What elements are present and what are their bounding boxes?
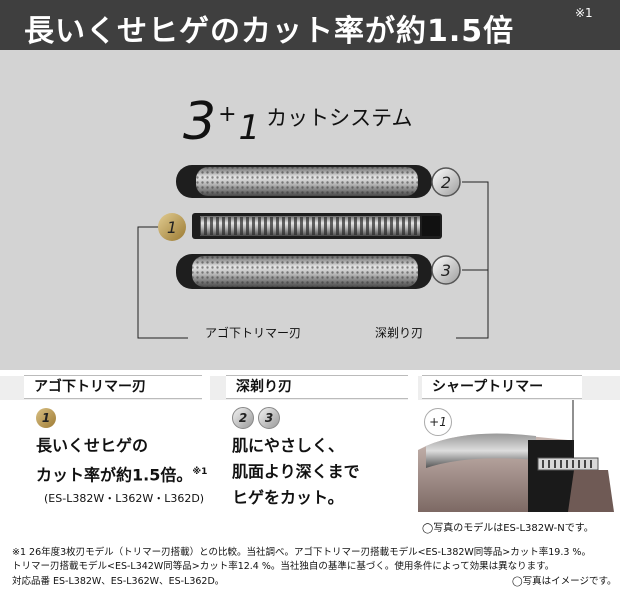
system-number-3: 3 xyxy=(183,92,217,152)
deep-shave-blade-3 xyxy=(176,254,432,289)
right-caption: 深剃り刃 xyxy=(375,326,424,340)
right-connector-line xyxy=(456,181,489,339)
blade-badge-3: 3 xyxy=(431,255,461,285)
card1-line2: カット率が約1.5倍。 xyxy=(36,465,193,485)
card1-line1: 長いくせヒゲの xyxy=(36,436,149,455)
footnote-3: 対応品番 ES-L382W、ES-L362W、ES-L362D。 xyxy=(12,576,225,587)
left-caption: アゴ下トリマー刃 xyxy=(205,326,302,340)
card2-line2: 肌面より深くまで xyxy=(232,462,360,481)
blade-illustration: 1 2 3 xyxy=(137,165,489,339)
card2-badge-2: 2 xyxy=(232,407,254,429)
photo-model-note: ◯写真のモデルはES-L382W-Nです。 xyxy=(422,523,594,534)
blade-badge-1-text: 1 xyxy=(167,218,177,237)
footnote-1: ※1 26年度3枚刃モデル（トリマー刃搭載）との比較。当社調べ。アゴ下トリマー刃… xyxy=(12,547,591,558)
card2-line3: ヒゲをカット。 xyxy=(232,488,344,507)
blade-badge-2-text: 2 xyxy=(441,173,451,192)
header-banner: 長いくせヒゲのカット率が約1.5倍 ※1 xyxy=(0,0,620,50)
card1-badge-1: 1 xyxy=(36,408,56,428)
card2-badge-3: 3 xyxy=(258,407,280,429)
card2-text: 肌にやさしく、 肌面より深くまで ヒゲをカット。 xyxy=(232,433,360,511)
header-footnote-mark: ※1 xyxy=(575,6,593,20)
card1-text: 長いくせヒゲの カット率が約1.5倍。※1 xyxy=(36,433,207,488)
card-title-sharp-trimmer: シャープトリマー xyxy=(422,375,582,399)
cut-system-panel xyxy=(0,50,620,370)
card1-line2-wrap: カット率が約1.5倍。※1 xyxy=(36,459,207,488)
blade-badge-1: 1 xyxy=(158,213,186,241)
header-title: 長いくせヒゲのカット率が約1.5倍 xyxy=(24,14,515,49)
card1-models: (ES-L382W・L362W・L362D) xyxy=(44,492,205,505)
image-note: ◯写真はイメージです。 xyxy=(512,576,617,587)
card-title-deep-shave: 深剃り刃 xyxy=(226,375,408,399)
footnote-2: トリマー刃搭載モデル<ES-L342W同等品>カット率12.4 %。当社独自の基… xyxy=(12,561,555,572)
trimmer-blade-1 xyxy=(192,213,442,239)
sharp-trimmer-badge: +1 xyxy=(424,408,452,436)
deep-shave-blade-2 xyxy=(176,165,432,198)
card-title-trimmer: アゴ下トリマー刃 xyxy=(24,375,202,399)
card1-line2-sup: ※1 xyxy=(192,467,208,477)
blade-badge-3-text: 3 xyxy=(441,261,451,280)
sharp-trimmer-photo xyxy=(418,400,620,512)
shaver-head-image xyxy=(418,400,614,512)
blade-badge-2: 2 xyxy=(431,167,461,197)
left-connector-line xyxy=(137,226,188,339)
system-number-1: 1 xyxy=(238,108,261,148)
card2-line1: 肌にやさしく、 xyxy=(232,436,345,455)
system-label: カットシステム xyxy=(266,106,413,130)
system-plus: + xyxy=(218,102,237,127)
